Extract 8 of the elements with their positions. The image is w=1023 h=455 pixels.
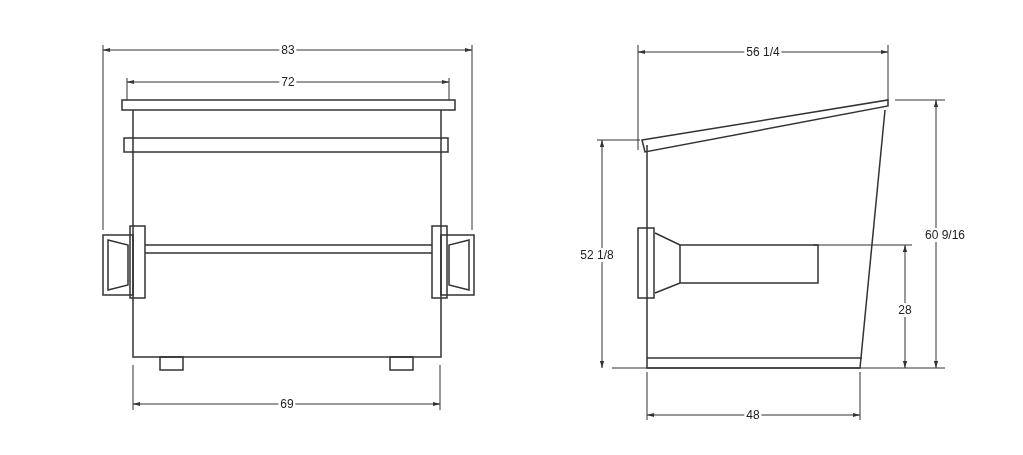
dimension-value: 60 9/16 <box>923 228 967 242</box>
dimension-value: 83 <box>279 43 297 57</box>
dimension-value: 56 1/4 <box>744 45 782 59</box>
dimension-value: 28 <box>896 303 914 317</box>
dimension-value: 48 <box>744 408 762 422</box>
dimension-value: 69 <box>278 397 296 411</box>
dimension-value: 72 <box>279 75 297 89</box>
dimension-value: 52 1/8 <box>578 248 616 262</box>
